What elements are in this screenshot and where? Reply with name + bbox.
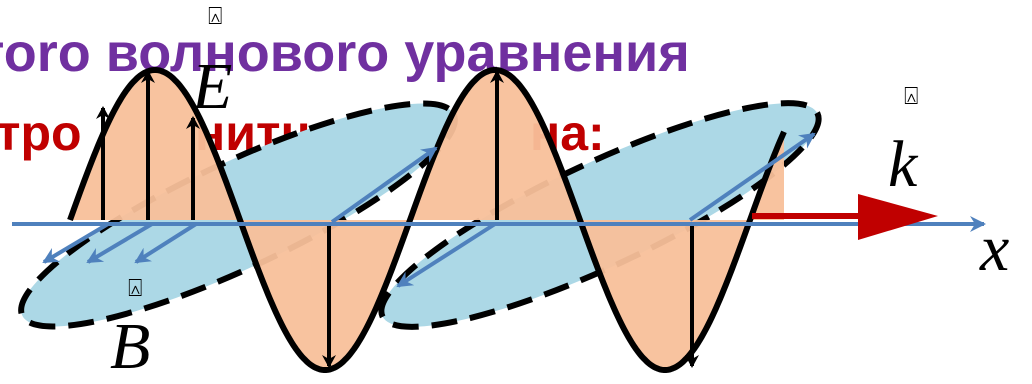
e-vector-mark: ⍓ <box>208 2 222 30</box>
heading-line-1: тоrо волновоrо уравнения <box>0 23 690 83</box>
b-vector <box>688 132 816 222</box>
b-vector <box>396 222 497 288</box>
b-field-vectors <box>42 132 816 288</box>
k-vector-mark: ⍓ <box>904 82 918 110</box>
k-label: k <box>888 128 919 201</box>
heading-line-2-left: тро <box>0 105 82 161</box>
e-field-vectors <box>96 70 699 368</box>
b-vector <box>134 222 198 264</box>
b-vector-mark: ⍓ <box>128 274 142 302</box>
e-field-wave-fill <box>70 70 784 370</box>
e-label: E <box>191 50 232 123</box>
x-axis-label: x <box>979 212 1009 285</box>
b-label: B <box>110 310 150 383</box>
e-field-wave-outline <box>67 67 787 373</box>
wave-vector-k-arrow <box>752 194 938 240</box>
b-vector <box>86 222 154 264</box>
b-vector <box>42 222 110 264</box>
b-vector <box>330 146 438 224</box>
